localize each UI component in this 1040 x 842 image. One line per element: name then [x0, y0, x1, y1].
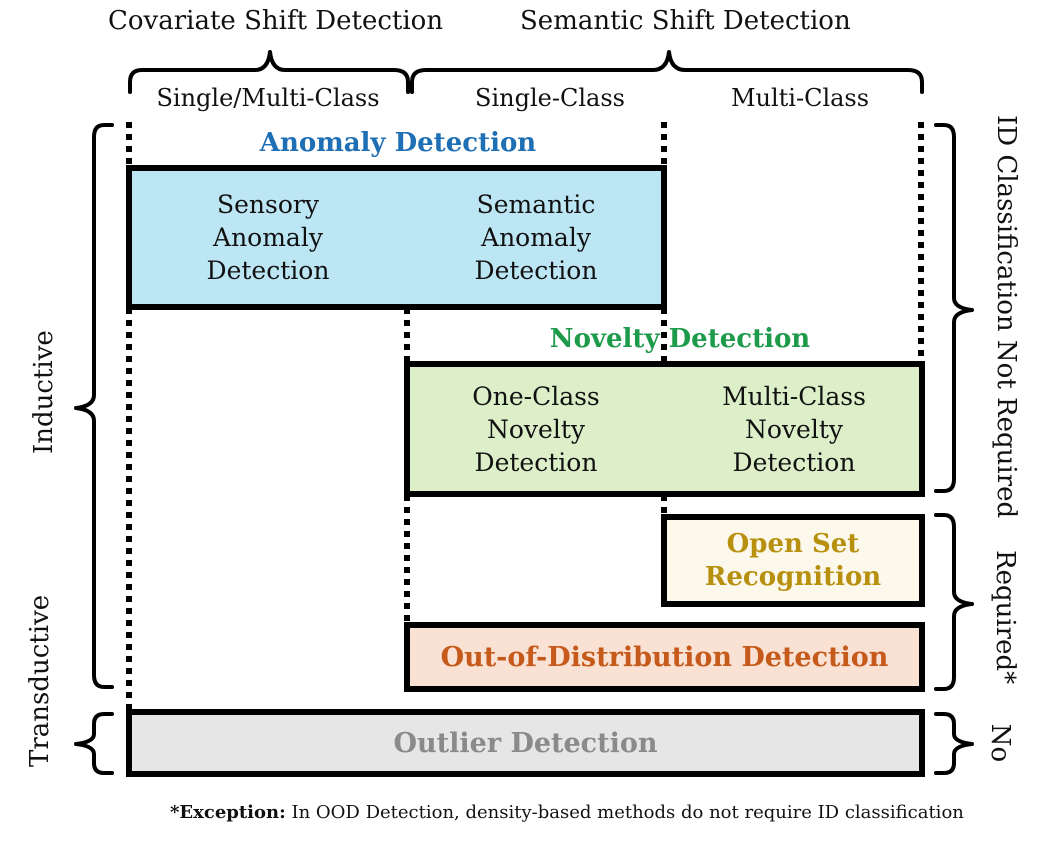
inductive-brace	[74, 123, 114, 689]
novelty-detection-title: Novelty Detection	[549, 324, 811, 354]
outlier-detection-label: Outlier Detection	[393, 727, 658, 759]
footnote: *Exception: In OOD Detection, density-ba…	[170, 802, 964, 823]
transductive-label: Transductive	[25, 594, 55, 767]
anomaly-detection-title: Anomaly Detection	[259, 128, 537, 158]
no-label: No	[985, 723, 1015, 763]
footnote-exception: *Exception:	[170, 802, 286, 823]
semantic-shift-header: Semantic Shift Detection	[520, 6, 851, 36]
required-brace	[934, 513, 974, 691]
id-classification-not-required-label: ID Classification Not Required	[991, 115, 1021, 519]
open-set-recognition-label: Open Set Recognition	[704, 528, 882, 592]
ood-detection-box	[404, 622, 925, 692]
one-class-novelty-detection: One-Class Novelty Detection	[472, 381, 600, 477]
multi-class-header: Multi-Class	[730, 84, 870, 112]
sensory-anomaly-detection: Sensory Anomaly Detection	[206, 190, 330, 285]
single-class-header: Single-Class	[475, 84, 625, 112]
open-set-recognition-box	[661, 514, 925, 607]
inductive-label: Inductive	[29, 330, 59, 454]
covariate-shift-header: Covariate Shift Detection	[108, 6, 444, 36]
novelty-detection-box	[404, 361, 925, 497]
semantic-anomaly-detection: Semantic Anomaly Detection	[474, 190, 598, 285]
not-required-brace	[934, 123, 974, 493]
ood-detection-label: Out-of-Distribution Detection	[440, 641, 889, 673]
covariate-brace	[128, 50, 410, 94]
multi-class-novelty-detection: Multi-Class Novelty Detection	[722, 381, 866, 477]
single-multi-class-header: Single/Multi-Class	[156, 84, 380, 112]
transductive-brace	[74, 712, 114, 775]
semantic-brace	[410, 50, 924, 94]
outlier-detection-box	[126, 709, 925, 777]
footnote-text: In OOD Detection, density-based methods …	[285, 802, 964, 823]
required-label: Required*	[990, 550, 1020, 685]
no-brace	[934, 712, 974, 775]
anomaly-detection-box	[126, 165, 667, 310]
